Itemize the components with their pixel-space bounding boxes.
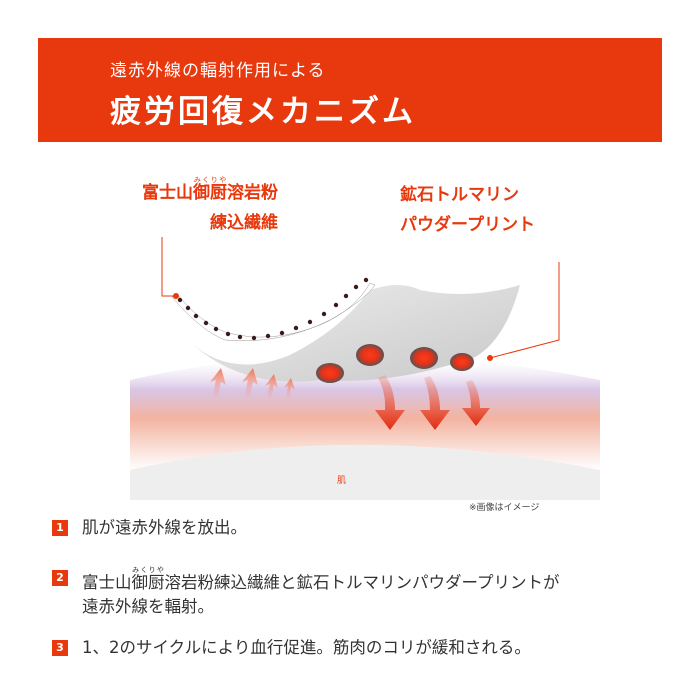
step-text-part: 富士山 <box>82 573 132 592</box>
banner-subtitle: 遠赤外線の輻射作用による <box>110 61 326 81</box>
step-text: 肌が遠赤外線を放出。 <box>82 518 247 537</box>
ruby-mikuriya: 御厨みくりや <box>193 176 227 203</box>
step-2: 2 富士山御厨みくりや溶岩粉練込繊維と鉱石トルマリンパウダープリントが 遠赤外線… <box>52 566 560 619</box>
step-text: 富士山御厨みくりや溶岩粉練込繊維と鉱石トルマリンパウダープリントが 遠赤外線を輻… <box>82 566 560 619</box>
step-number-badge: 3 <box>52 640 68 656</box>
callout-lines <box>161 237 560 359</box>
step-number-badge: 2 <box>52 570 68 586</box>
label-text: 鉱石トルマリン <box>400 185 519 205</box>
skin-label: 肌 <box>337 476 347 486</box>
tourmaline-label: 鉱石トルマリン パウダープリント <box>400 180 576 240</box>
fabric-infrared-down-arrows <box>375 375 490 430</box>
step-text-part: 遠赤外線を輻射。 <box>82 597 214 616</box>
skin-infrared-up-arrows <box>210 368 295 400</box>
step-number-badge: 1 <box>52 520 68 536</box>
lava-fiber-dots <box>177 277 369 341</box>
ruby-reading: みくりや <box>193 176 227 184</box>
step-text: 1、2のサイクルにより血行促進。筋肉のコリが緩和される。 <box>82 638 531 657</box>
step-text-part: 溶岩粉練込繊維と鉱石トルマリンパウダープリントが <box>164 573 560 592</box>
step-1: 1 肌が遠赤外線を放出。 <box>52 516 247 540</box>
step-3: 3 1、2のサイクルにより血行促進。筋肉のコリが緩和される。 <box>52 636 531 660</box>
label-text: 富士山 <box>142 183 193 203</box>
banner-title: 疲労回復メカニズム <box>110 94 416 130</box>
image-note: ※画像はイメージ <box>469 503 540 513</box>
ruby-base: 御厨 <box>131 573 165 592</box>
label-text: 練込繊維 <box>210 213 278 233</box>
label-text: 溶岩粉 <box>227 183 278 203</box>
ruby-mikuriya: 御厨みくりや <box>131 566 165 592</box>
ruby-base: 御厨 <box>193 183 227 203</box>
lava-fiber-label: 富士山御厨みくりや溶岩粉 練込繊維 <box>118 176 278 238</box>
tourmaline-print-dots <box>316 344 474 383</box>
label-text: パウダープリント <box>400 215 535 235</box>
ruby-reading: みくりや <box>131 566 165 574</box>
title-banner: 遠赤外線の輻射作用による 疲労回復メカニズム <box>38 38 662 142</box>
